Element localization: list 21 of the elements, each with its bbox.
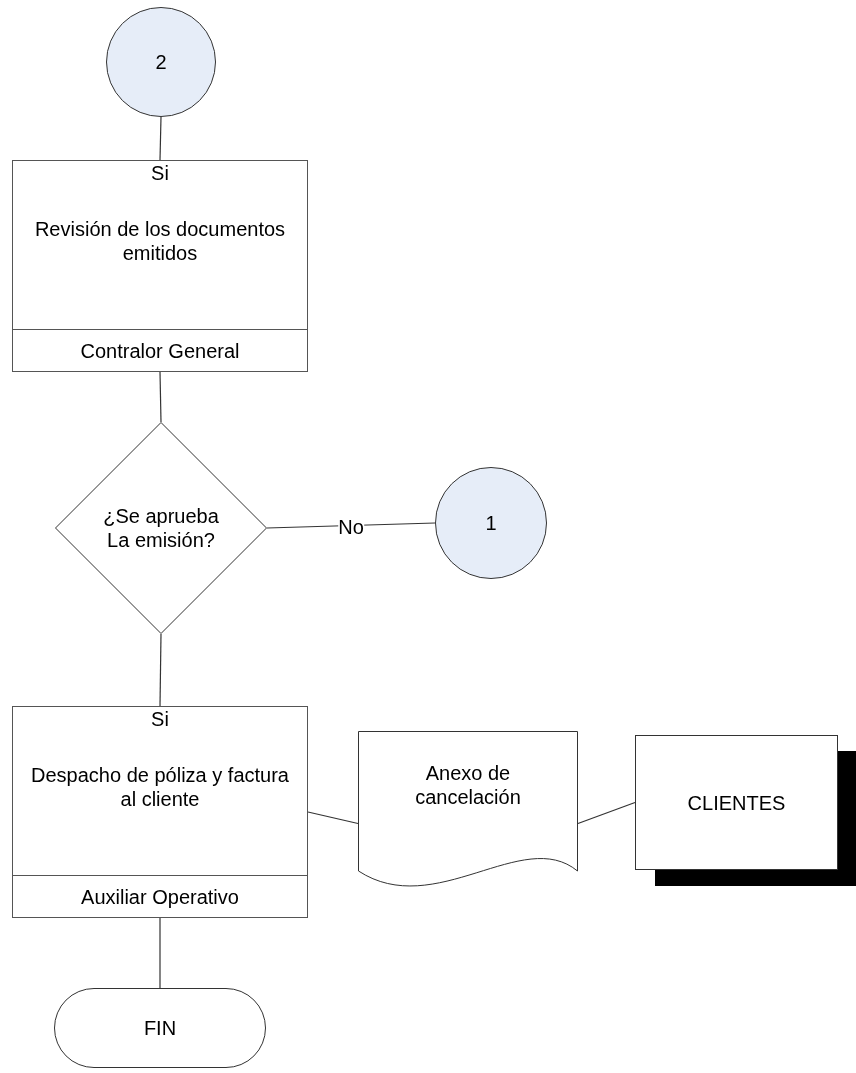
connector-line (159, 371, 162, 423)
document-text: Anexo de cancelación (414, 761, 522, 809)
process-box (12, 160, 308, 372)
process-box (12, 706, 308, 918)
terminator-text: FIN (143, 1016, 177, 1041)
process-text: Revisión de los documentos emitidos (33, 217, 287, 265)
connector-line (307, 811, 359, 825)
process-text: Despacho de póliza y factura al cliente (30, 763, 290, 811)
decision-diamond (55, 422, 267, 634)
connector-number: 1 (485, 511, 497, 536)
decision-text: ¿Se aprueba La emisión? (102, 504, 220, 552)
connector-line (159, 917, 161, 989)
connector-line (577, 801, 636, 825)
connector-line (159, 633, 162, 707)
connector-line (159, 116, 162, 161)
branch-label: Si (151, 161, 169, 185)
connector-number: 2 (155, 50, 167, 75)
branch-label: Si (151, 707, 169, 731)
role-band: Auxiliar Operativo (13, 875, 307, 917)
entity-text: CLIENTES (687, 790, 786, 816)
role-band: Contralor General (13, 329, 307, 371)
